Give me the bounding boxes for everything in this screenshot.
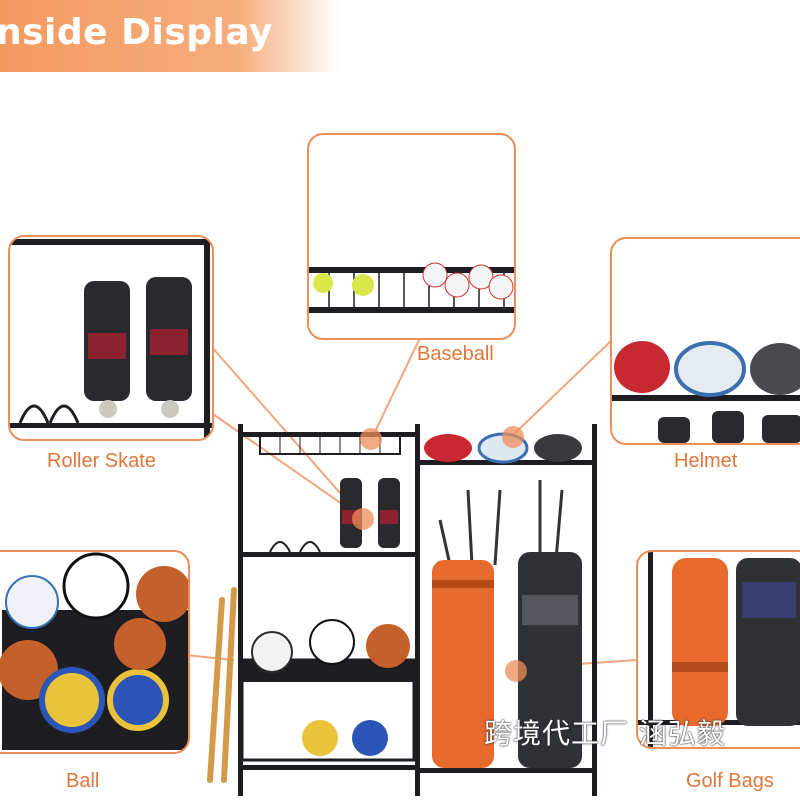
header-banner: nside Display bbox=[0, 0, 340, 72]
hotspot-helmet[interactable] bbox=[502, 426, 524, 448]
label-golf-bags: Golf Bags bbox=[686, 770, 774, 792]
watermark-text: 跨境代工厂 涵弘毅 bbox=[484, 717, 726, 750]
leader-roller-skate bbox=[209, 344, 363, 519]
label-roller-skate: Roller Skate bbox=[47, 450, 156, 472]
callout-ball bbox=[0, 550, 190, 754]
callout-baseball bbox=[307, 133, 516, 340]
label-baseball: Baseball bbox=[417, 343, 494, 365]
leader-helmet bbox=[511, 339, 613, 437]
callout-helmet bbox=[610, 237, 800, 445]
leader-baseball bbox=[371, 337, 421, 439]
leader-ball bbox=[184, 654, 235, 661]
label-helmet: Helmet bbox=[674, 450, 738, 472]
hotspot-golf[interactable] bbox=[505, 660, 527, 682]
callout-golf-bags bbox=[636, 550, 800, 749]
hotspot-baseball[interactable] bbox=[360, 428, 382, 450]
hotspot-roller-skate[interactable] bbox=[352, 508, 374, 530]
callout-roller-skate bbox=[8, 235, 214, 441]
leader-roller-skate-2 bbox=[209, 411, 363, 519]
label-ball: Ball bbox=[66, 770, 100, 792]
sports-rack bbox=[207, 424, 597, 796]
banner-title: nside Display bbox=[0, 12, 274, 53]
